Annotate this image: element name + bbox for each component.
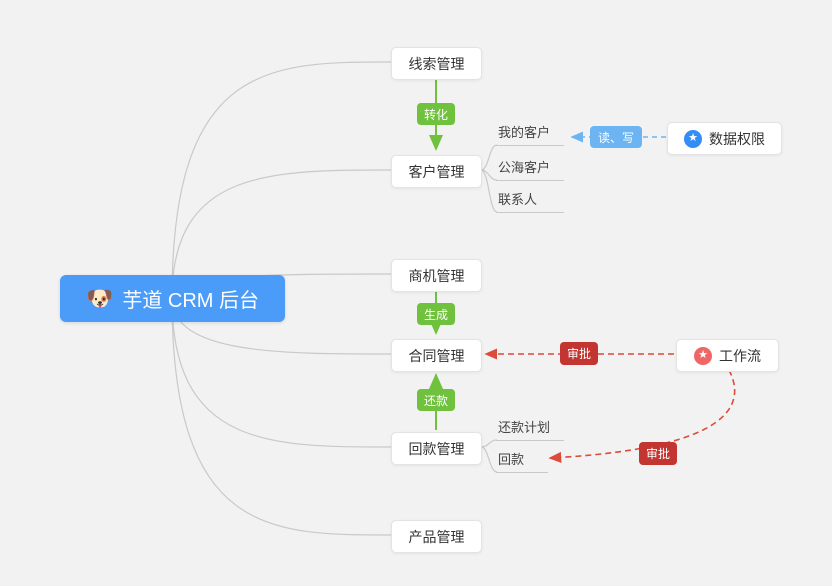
connector-receivable-repayment-plan — [480, 439, 498, 448]
connector-root-receivable — [171, 297, 392, 448]
node-receivable-management[interactable]: 回款管理 — [391, 432, 482, 465]
connector-customer-my-customer — [480, 144, 498, 171]
leaf-repayment[interactable]: 回款 — [496, 450, 548, 473]
badge-approve-receivable: 审批 — [639, 442, 677, 465]
leaf-my-customer[interactable]: 我的客户 — [496, 123, 564, 146]
node-label: 回款管理 — [408, 440, 465, 457]
leaf-public-customer[interactable]: 公海客户 — [496, 158, 564, 181]
node-label: 客户管理 — [408, 163, 465, 180]
star-icon: ★ — [694, 346, 712, 365]
dog-emoji-icon: 🐶 — [85, 285, 114, 311]
connector-root-product — [171, 297, 392, 536]
node-leads-management[interactable]: 线索管理 — [391, 47, 482, 80]
node-label: 产品管理 — [408, 528, 465, 545]
node-workflow[interactable]: ★ 工作流 — [676, 339, 779, 372]
leaf-contact[interactable]: 联系人 — [496, 190, 564, 213]
node-contract-management[interactable]: 合同管理 — [391, 339, 482, 372]
root-label: 芋道 CRM 后台 — [122, 290, 260, 312]
node-label: 线索管理 — [408, 55, 465, 72]
node-customer-management[interactable]: 客户管理 — [391, 155, 482, 188]
connector-customer-contact — [480, 169, 498, 213]
badge-read-write: 读、写 — [590, 126, 642, 148]
badge-repay: 还款 — [417, 389, 455, 411]
node-business-management[interactable]: 商机管理 — [391, 259, 482, 292]
badge-approve-contract: 审批 — [560, 342, 598, 365]
arrow-approve-repayment — [548, 369, 736, 464]
node-label: 工作流 — [719, 347, 761, 364]
badge-generate: 生成 — [417, 303, 455, 325]
leaf-repayment-plan[interactable]: 还款计划 — [496, 418, 564, 441]
node-product-management[interactable]: 产品管理 — [391, 520, 482, 553]
connector-root-leads — [171, 61, 392, 299]
root-node-crm[interactable]: 🐶 芋道 CRM 后台 — [60, 275, 285, 322]
star-icon: ★ — [684, 129, 702, 148]
node-label: 商机管理 — [408, 267, 465, 284]
connector-receivable-repayment — [480, 446, 498, 473]
node-label: 合同管理 — [408, 347, 465, 364]
node-label: 数据权限 — [709, 130, 765, 147]
connector-root-customer — [171, 169, 392, 299]
node-data-permission[interactable]: ★ 数据权限 — [667, 122, 782, 155]
badge-convert: 转化 — [417, 103, 455, 125]
